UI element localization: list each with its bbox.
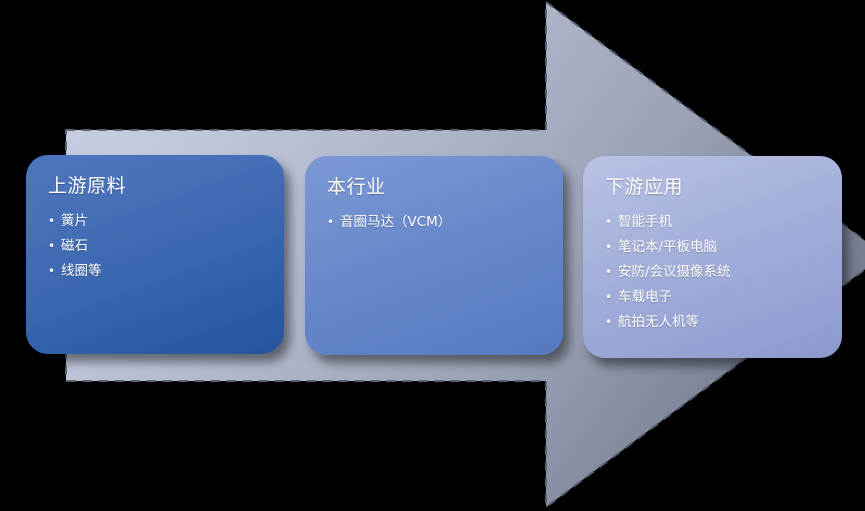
stage-item-list-downstream: 智能手机 笔记本/平板电脑 安防/会议摄像系统 车载电子 航拍无人机等: [605, 210, 822, 335]
stage-card-body: 本行业 音圈马达（VCM）: [305, 156, 563, 355]
stage-card-industry[interactable]: 本行业 音圈马达（VCM）: [305, 156, 563, 355]
stage-item-list-upstream: 簧片 磁石 线圈等: [48, 209, 264, 284]
list-item: 航拍无人机等: [605, 310, 822, 335]
stage-title-industry: 本行业: [327, 176, 386, 198]
list-item: 音圈马达（VCM）: [327, 210, 543, 235]
stage-title-upstream: 上游原料: [48, 175, 127, 197]
list-item: 线圈等: [48, 259, 264, 284]
stage-title-downstream: 下游应用: [605, 176, 684, 198]
stage-card-upstream[interactable]: 上游原料 簧片 磁石 线圈等: [26, 155, 284, 354]
list-item: 笔记本/平板电脑: [605, 235, 822, 260]
stage-card-downstream[interactable]: 下游应用 智能手机 笔记本/平板电脑 安防/会议摄像系统 车载电子 航拍无人机等: [583, 156, 842, 358]
stage-card-body: 上游原料 簧片 磁石 线圈等: [26, 155, 284, 354]
stage-card-body: 下游应用 智能手机 笔记本/平板电脑 安防/会议摄像系统 车载电子 航拍无人机等: [583, 156, 842, 358]
list-item: 车载电子: [605, 285, 822, 310]
list-item: 智能手机: [605, 210, 822, 235]
list-item: 安防/会议摄像系统: [605, 260, 822, 285]
list-item: 簧片: [48, 209, 264, 234]
list-item: 磁石: [48, 234, 264, 259]
stage-item-list-industry: 音圈马达（VCM）: [327, 210, 543, 235]
